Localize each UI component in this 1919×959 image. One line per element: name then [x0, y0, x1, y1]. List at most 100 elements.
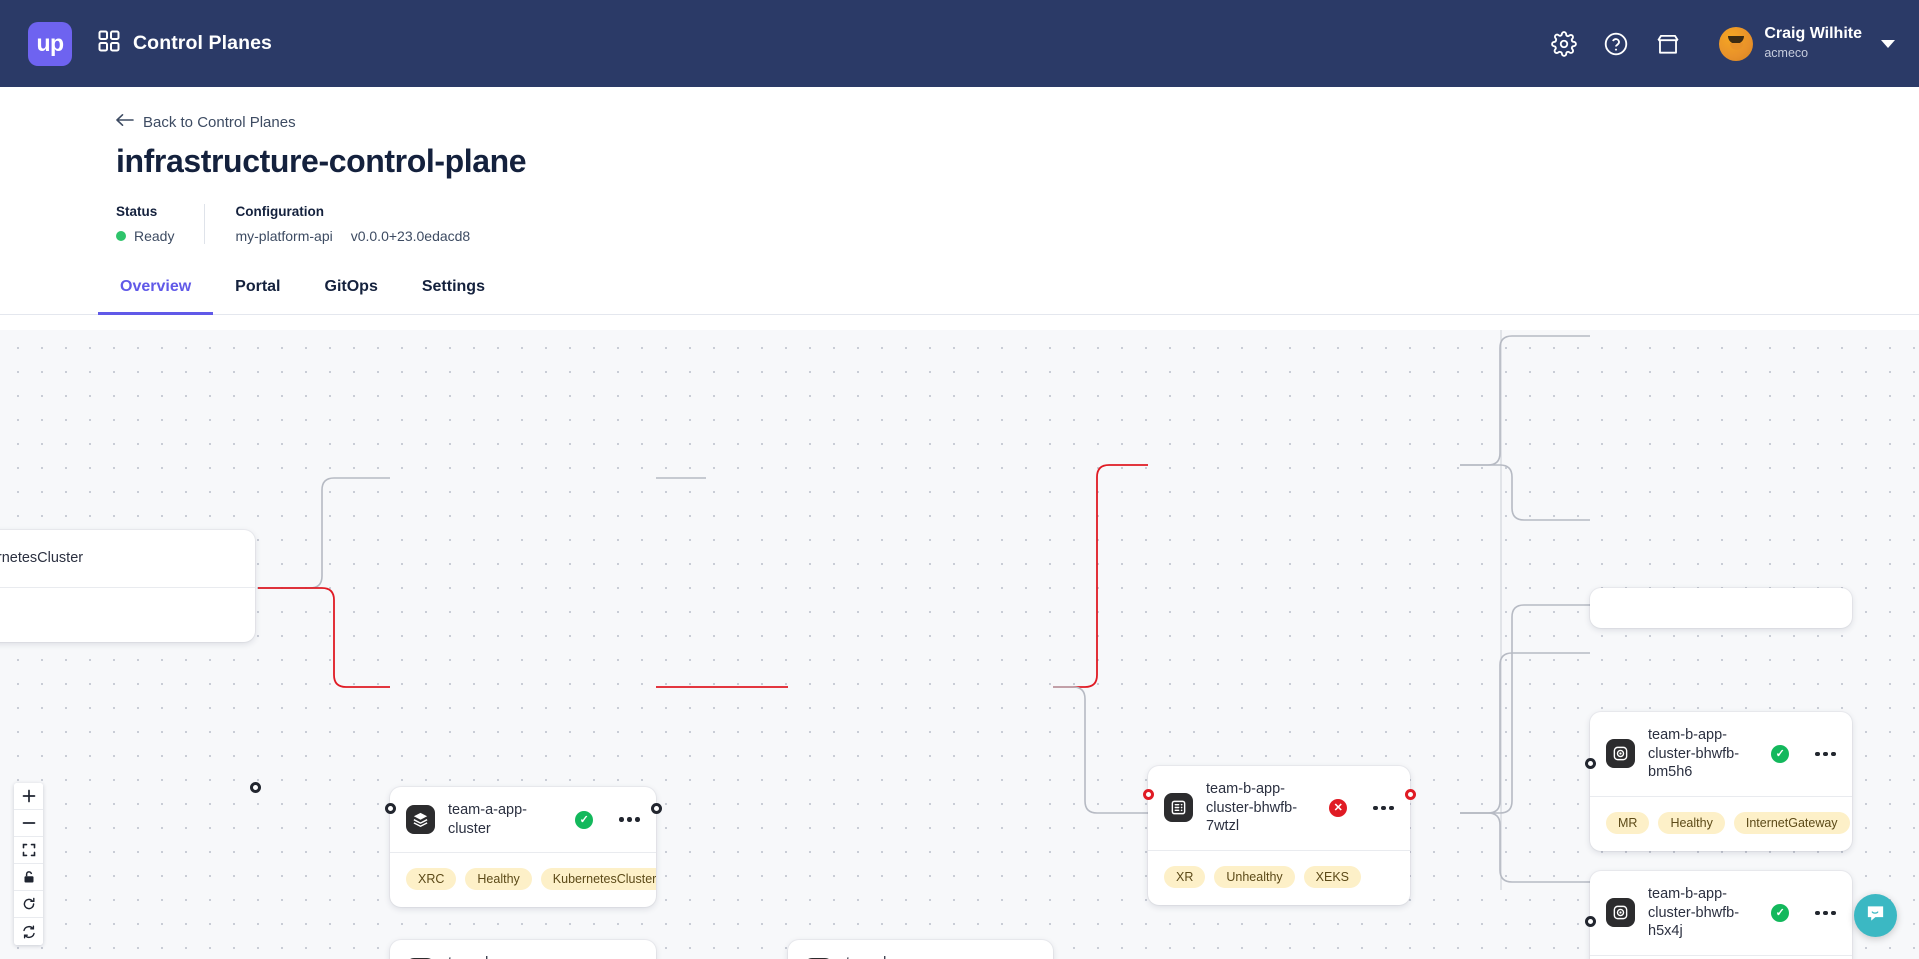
reset-icon[interactable] — [14, 891, 43, 918]
resource-graph-canvas[interactable]: K KubernetesCluster API team-a-app-clust… — [0, 330, 1919, 959]
node-header: team-b-app-cluster-bhwfb-h5x4j ✓ — [1590, 871, 1852, 955]
tab-gitops[interactable]: GitOps — [324, 278, 378, 295]
node-menu-button[interactable] — [619, 817, 640, 822]
nav-title: Control Planes — [133, 32, 273, 54]
port-7wtzl-out[interactable] — [1405, 789, 1416, 800]
node-menu-button[interactable] — [1815, 751, 1836, 757]
graph-node-team-b-app-cluster[interactable]: team-b-app-cluster ✕ XRC Unhealthy Kuber… — [390, 940, 656, 959]
node-divider — [1590, 954, 1852, 956]
tab-bar: Overview Portal GitOps Settings — [0, 268, 1919, 315]
tab-settings[interactable]: Settings — [421, 278, 485, 295]
health-status-icon-healthy: ✓ — [1771, 903, 1790, 922]
node-divider — [1148, 849, 1410, 851]
tag-health: Healthy — [465, 868, 532, 891]
node-header: team-a-app-cluster ✓ — [390, 787, 656, 852]
page-title: infrastructure-control-plane — [116, 143, 527, 179]
status-value: Ready — [134, 228, 175, 244]
upbound-logo[interactable]: up — [28, 21, 72, 66]
chat-support-button[interactable] — [1854, 894, 1897, 937]
graph-node-team-b-app-cluster-bhwfb-h5x4j[interactable]: team-b-app-cluster-bhwfb-h5x4j ✓ MR Heal… — [1590, 871, 1852, 959]
composite-icon — [1164, 793, 1193, 823]
node-tags: MR Healthy InternetGateway — [1590, 797, 1852, 851]
node-name: team-a-app-cluster — [448, 802, 527, 837]
status-dot-icon — [116, 231, 126, 241]
sync-icon[interactable] — [14, 918, 43, 945]
port-team-a-in[interactable] — [385, 803, 396, 814]
node-name: team-b-app-cluster-bhwfb-h5x4j — [1648, 886, 1740, 940]
graph-node-team-b-app-cluster-bhwfb[interactable]: team-b-app-cluster-bhwfb ✕ XR Unhealthy … — [788, 940, 1053, 959]
page-header: Back to Control Planes infrastructure-co… — [0, 87, 1919, 244]
node-header: team-b-app-cluster ✕ — [390, 940, 656, 959]
avatar — [1719, 26, 1754, 61]
configuration-group: Configuration my-platform-api v0.0.0+23.… — [204, 204, 500, 244]
node-header: team-b-app-cluster-bhwfb ✕ — [788, 940, 1053, 959]
zoom-in-icon[interactable] — [14, 783, 43, 810]
graph-node-team-b-app-cluster-bhwfb-7wtzl[interactable]: team-b-app-cluster-bhwfb-7wtzl ✕ XR Unhe… — [1148, 766, 1410, 905]
graph-node-team-a-app-cluster[interactable]: team-a-app-cluster ✓ XRC Healthy Kuberne… — [390, 787, 656, 908]
marketplace-icon[interactable] — [1655, 31, 1681, 57]
managed-resource-icon — [1606, 898, 1635, 928]
help-icon[interactable] — [1603, 31, 1629, 57]
port-kubernetescluster-out[interactable] — [250, 782, 261, 793]
node-tags: MR Healthy MainRouteTableAssociation — [1590, 956, 1852, 959]
health-status-icon-healthy: ✓ — [575, 810, 594, 829]
top-navigation-bar: up Control Planes — [0, 0, 1919, 87]
status-badge: Ready — [116, 228, 174, 244]
tag-kind: XRC — [406, 868, 457, 891]
node-divider — [390, 852, 656, 854]
node-tags: XR Unhealthy XEKS — [1148, 851, 1410, 905]
tag-health: Unhealthy — [1214, 865, 1295, 888]
node-header: K KubernetesCluster — [0, 530, 255, 587]
tab-overview[interactable]: Overview — [98, 268, 214, 315]
user-menu[interactable]: Craig Wilhite acmeco — [1719, 25, 1895, 62]
port-team-a-out[interactable] — [651, 803, 662, 814]
page-meta: Status Ready Configuration my-platform-a… — [116, 204, 1919, 244]
status-group: Status Ready — [116, 204, 204, 244]
user-org: acmeco — [1764, 45, 1809, 60]
tag-type: InternetGateway — [1733, 811, 1850, 834]
user-name: Craig Wilhite — [1764, 25, 1862, 43]
graph-node-team-b-app-cluster-bhwfb-bm5h6[interactable]: team-b-app-cluster-bhwfb-bm5h6 ✓ MR Heal… — [1590, 712, 1852, 851]
fit-view-icon[interactable] — [14, 837, 43, 864]
node-menu-button[interactable] — [1373, 805, 1394, 811]
settings-icon[interactable] — [1551, 30, 1578, 57]
configuration-label: Configuration — [235, 204, 324, 219]
grid-icon — [98, 30, 120, 57]
node-divider — [0, 587, 255, 588]
nav-right-actions: Craig Wilhite acmeco — [1551, 25, 1895, 62]
health-status-icon-unhealthy: ✕ — [1329, 798, 1348, 817]
node-name: team-b-app-cluster — [448, 954, 562, 959]
node-name: team-b-app-cluster-bhwfb-bm5h6 — [1648, 727, 1740, 781]
port-7wtzl-in[interactable] — [1143, 789, 1154, 800]
status-label: Status — [116, 204, 158, 219]
logo-text: up — [36, 30, 64, 56]
node-tags: XRC Healthy KubernetesCluster — [390, 853, 656, 907]
arrow-left-icon — [116, 113, 134, 131]
port-bm5h6-in[interactable] — [1585, 758, 1596, 769]
canvas-controls — [14, 783, 43, 945]
tag-health: Healthy — [1658, 811, 1725, 834]
node-header: team-b-app-cluster-bhwfb-7wtzl ✕ — [1148, 766, 1410, 850]
configuration-name[interactable]: my-platform-api — [235, 228, 333, 244]
tab-portal[interactable]: Portal — [235, 278, 281, 295]
lock-icon[interactable] — [14, 864, 43, 891]
layers-icon — [406, 805, 435, 835]
graph-node-kubernetescluster-claim[interactable]: K KubernetesCluster API — [0, 530, 255, 642]
node-name: KubernetesCluster — [0, 550, 84, 567]
tag-type: KubernetesCluster — [540, 868, 656, 891]
node-divider — [1590, 795, 1852, 797]
managed-resource-icon — [1606, 739, 1635, 769]
node-header: team-b-app-cluster-bhwfb-bm5h6 ✓ — [1590, 712, 1852, 796]
nav-section-control-planes[interactable]: Control Planes — [98, 30, 272, 57]
node-tags: API — [0, 588, 255, 642]
back-to-control-planes-link[interactable]: Back to Control Planes — [116, 113, 296, 131]
node-name: team-b-app-cluster-bhwfb-7wtzl — [1206, 781, 1298, 835]
graph-node-clipped-top[interactable] — [1590, 588, 1852, 628]
zoom-out-icon[interactable] — [14, 810, 43, 837]
node-menu-button[interactable] — [1815, 910, 1836, 916]
chevron-down-icon[interactable] — [1881, 39, 1895, 48]
port-h5x4j-in[interactable] — [1585, 916, 1596, 927]
graph-edges — [258, 330, 1590, 890]
back-link-label: Back to Control Planes — [143, 113, 296, 131]
tag-type: XEKS — [1303, 865, 1362, 888]
